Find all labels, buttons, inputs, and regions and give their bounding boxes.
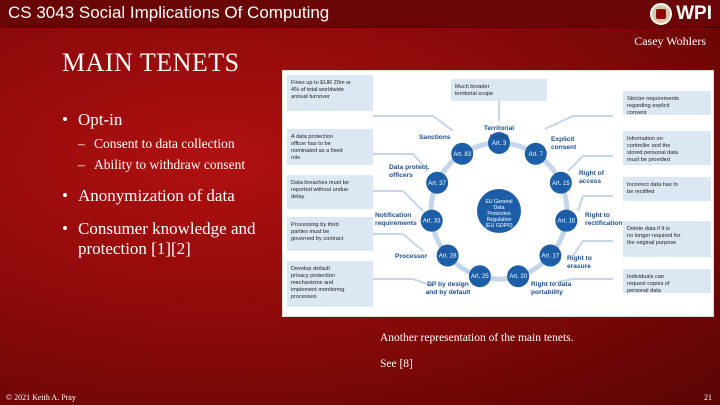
tenet-label: Data protect.officers xyxy=(389,164,429,179)
article-label: Art. 3 xyxy=(492,141,507,147)
course-title: CS 3043 Social Implications Of Computing xyxy=(8,3,330,22)
info-box xyxy=(287,175,373,209)
info-box xyxy=(287,217,373,251)
article-node xyxy=(420,209,443,232)
article-label: Art. 20 xyxy=(509,274,527,280)
bullet-list: •Opt-in –Consent to data collection –Abi… xyxy=(62,110,292,264)
info-box xyxy=(287,75,373,111)
article-label: Art. 15 xyxy=(552,181,570,187)
sub-bullet-item: –Ability to withdraw consent xyxy=(78,156,246,172)
author-name: Casey Wohlers xyxy=(634,34,706,48)
article-label: Art. 83 xyxy=(453,152,471,158)
article-label: Art. 33 xyxy=(423,219,441,225)
article-node xyxy=(468,265,491,288)
connector-line xyxy=(373,190,424,212)
info-box xyxy=(287,261,373,307)
bullet-text: Opt-in xyxy=(78,110,123,129)
center-circle xyxy=(477,189,521,233)
info-box xyxy=(451,79,547,101)
article-label: Art. 17 xyxy=(542,254,560,260)
article-node xyxy=(555,209,578,232)
info-box xyxy=(287,129,373,165)
connector-line xyxy=(373,115,454,132)
article-node xyxy=(507,265,530,288)
page-number: 21 xyxy=(704,393,712,402)
article-node xyxy=(488,132,510,154)
connector-line xyxy=(552,278,613,284)
connector-line xyxy=(577,195,613,212)
article-label: Art. 25 xyxy=(471,274,489,280)
figure-caption: Another representation of the main tenet… xyxy=(380,332,574,344)
info-box xyxy=(623,91,711,115)
connector-line xyxy=(544,115,613,130)
article-label: Art. 7 xyxy=(529,152,544,158)
sub-bullet-text: Ability to withdraw consent xyxy=(94,156,246,172)
info-box xyxy=(623,269,711,293)
logo-text: WPI xyxy=(676,3,712,24)
sub-bullet-text: Consent to data collection xyxy=(94,135,235,151)
article-node xyxy=(539,244,562,267)
copyright: © 2021 Keith A. Pray xyxy=(6,393,76,402)
article-label: Art. 37 xyxy=(428,181,446,187)
article-node xyxy=(451,142,474,165)
article-label: Art. 16 xyxy=(557,219,575,225)
article-node xyxy=(524,142,547,165)
wpi-seal-icon xyxy=(650,3,673,25)
reference-note: See [8] xyxy=(380,358,413,370)
bullet-text: Anonymization of data xyxy=(78,185,235,205)
connector-line xyxy=(567,155,613,172)
bullet-item: •Anonymization of data xyxy=(62,185,235,205)
slide-title: MAIN TENETS xyxy=(62,48,240,77)
bullet-item: •Opt-in xyxy=(62,110,123,129)
connector-line xyxy=(572,240,613,257)
tenet-label: Processor xyxy=(395,253,428,260)
bullet-text: Consumer knowledge and protection [1][2] xyxy=(78,219,256,258)
info-box xyxy=(623,177,711,201)
wpi-logo: WPI xyxy=(650,2,712,26)
article-node xyxy=(426,171,449,194)
info-box xyxy=(623,131,711,165)
article-label: Art. 28 xyxy=(439,254,457,260)
tenet-label: Sanctions xyxy=(419,134,451,141)
info-box xyxy=(623,221,711,257)
connector-line xyxy=(373,278,434,287)
top-bar: CS 3043 Social Implications Of Computing… xyxy=(0,0,720,28)
connector-line xyxy=(373,233,424,252)
article-node xyxy=(436,244,459,267)
sub-bullet-item: –Consent to data collection xyxy=(78,135,235,151)
connector-line xyxy=(373,153,429,172)
bullet-item: •Consumer knowledge and protection [1][2… xyxy=(62,219,292,258)
article-node xyxy=(549,171,572,194)
